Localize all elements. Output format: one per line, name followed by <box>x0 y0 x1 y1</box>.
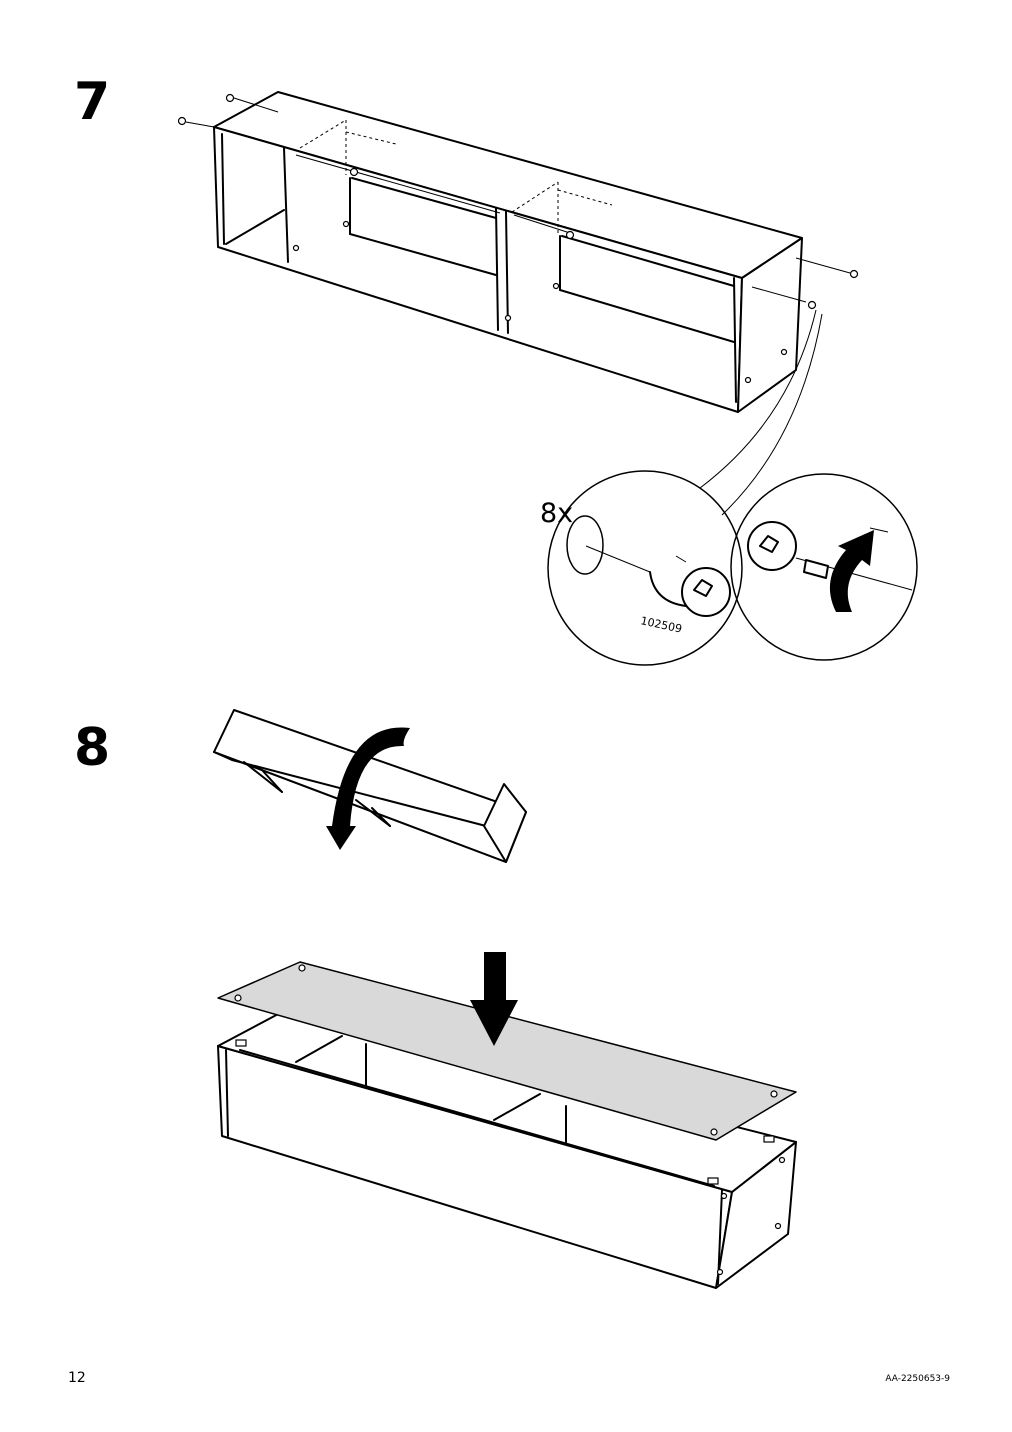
step-7-number: 7 <box>74 72 111 132</box>
page-number: 12 <box>68 1370 86 1386</box>
screwdriver-detail <box>730 473 918 661</box>
step-8-number: 8 <box>74 718 111 778</box>
cam-lock-quantity: 8x <box>540 498 573 529</box>
back-panel-assembly <box>217 952 797 1289</box>
shelf-unit-upright <box>177 91 859 413</box>
cam-lock-detail: 102509 8x <box>540 470 743 666</box>
unit-flip-box <box>213 709 527 863</box>
document-code: AA-2250653-9 <box>885 1374 950 1384</box>
